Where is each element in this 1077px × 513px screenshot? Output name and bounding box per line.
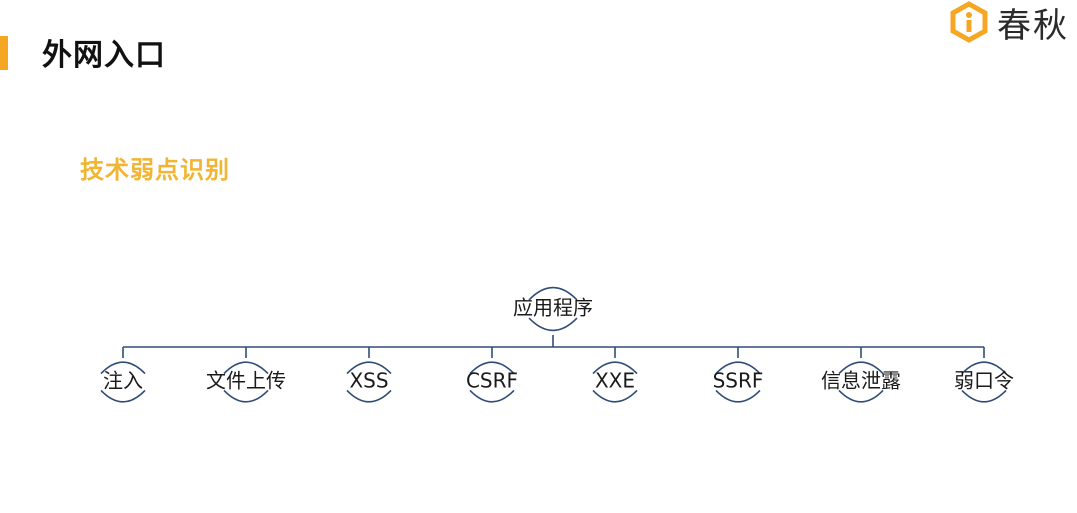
child-node-bottom-arc [469, 389, 515, 403]
child-node-bottom-arc [838, 389, 884, 403]
child-node-bottom-arc [961, 389, 1007, 403]
child-node-top-arc [592, 361, 638, 375]
child-node-top-arc [838, 361, 884, 375]
child-node-top-arc [100, 361, 146, 375]
root-node-bottom-arc [528, 317, 578, 332]
child-node-bottom-arc [346, 389, 392, 403]
child-node-top-arc [469, 361, 515, 375]
logo-mark-icon [950, 1, 988, 43]
logo-text: 春秋 [997, 5, 1069, 46]
child-node-label: 弱口令 [954, 369, 1014, 393]
child-node-top-arc [715, 361, 761, 375]
child-node-top-arc [223, 361, 269, 375]
child-node-top-arc [346, 361, 392, 375]
child-node-label: CSRF [466, 369, 518, 393]
brand-logo: 春秋 [947, 0, 1069, 46]
slide-title: 外网入口 [42, 38, 166, 73]
root-node-top-arc [528, 286, 578, 301]
child-node-bottom-arc [223, 389, 269, 403]
child-node-bottom-arc [592, 389, 638, 403]
title-accent-bar [0, 36, 8, 70]
child-node-top-arc [961, 361, 1007, 375]
child-node-label: 文件上传 [206, 369, 286, 393]
child-node-label: XXE [595, 369, 635, 393]
child-node-label: XSS [349, 369, 388, 393]
child-node-bottom-arc [100, 389, 146, 403]
child-node-label: 注入 [103, 369, 143, 393]
child-node-bottom-arc [715, 389, 761, 403]
child-node-label: SSRF [713, 369, 764, 393]
child-node-label: 信息泄露 [821, 369, 901, 393]
root-node-label: 应用程序 [513, 296, 593, 320]
section-subtitle: 技术弱点识别 [80, 156, 230, 184]
